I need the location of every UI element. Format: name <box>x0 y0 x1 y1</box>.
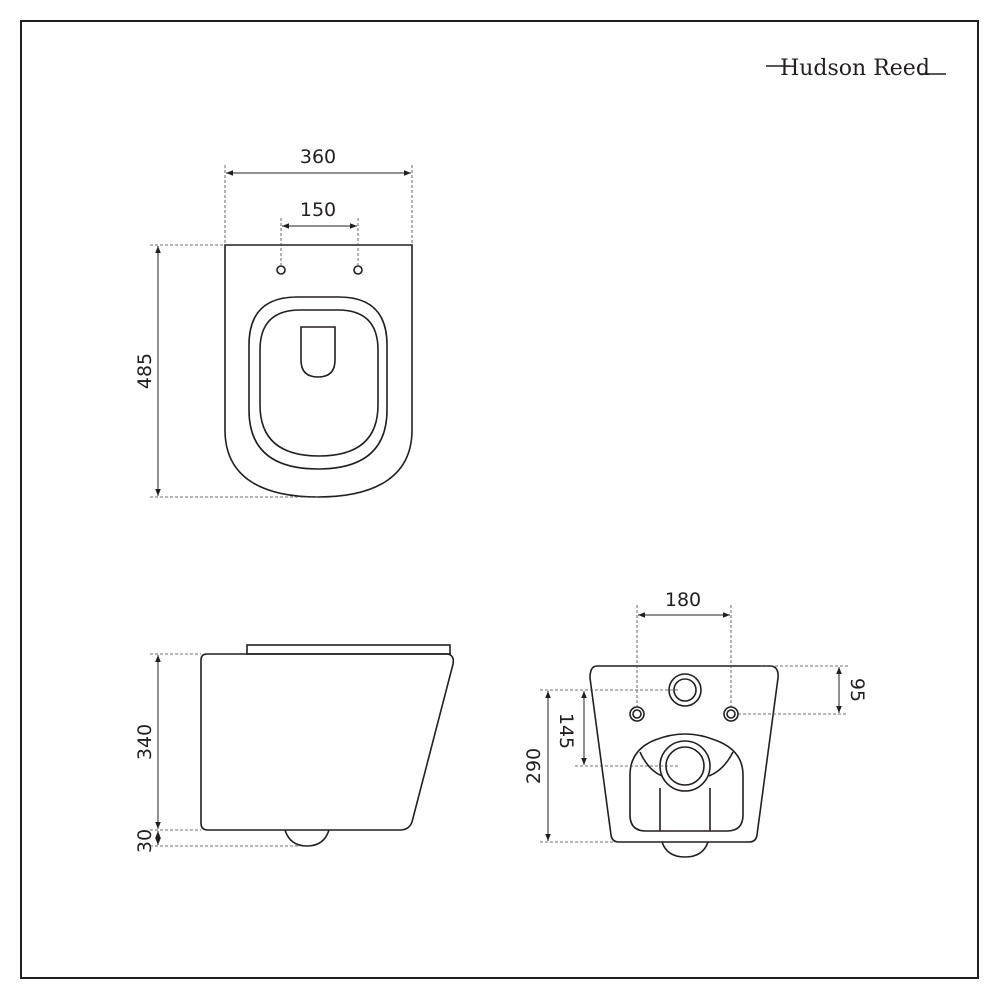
back-view: 180 95 145 290 <box>523 589 868 858</box>
inlet-icon <box>668 673 702 707</box>
brand-logo: Hudson Reed <box>766 56 946 81</box>
frame-border <box>20 20 979 979</box>
dim-label-back-fixing: 180 <box>665 589 701 611</box>
side-view: 340 30 <box>134 644 455 853</box>
top-view: 360 150 485 <box>134 146 413 498</box>
seat-hinge-cutout <box>300 326 336 378</box>
logo-text: Hudson Reed <box>780 56 930 81</box>
fixing-hole-icon <box>723 706 739 722</box>
dim-label-outlet: 30 <box>134 829 156 853</box>
dim-label-inlet-height: 290 <box>523 748 545 784</box>
seat-inner <box>259 309 379 457</box>
seat-outer <box>248 296 388 470</box>
fixing-hole-icon <box>353 265 363 275</box>
outlet-spigot <box>284 829 330 847</box>
dim-label-projection: 485 <box>134 353 156 389</box>
dim-label-fixing: 150 <box>300 199 336 221</box>
fixing-hole-icon <box>629 706 645 722</box>
seat-lid <box>246 644 451 655</box>
dim-label-width: 360 <box>300 146 336 168</box>
dim-label-fixing-height: 95 <box>846 678 868 702</box>
dim-label-height: 340 <box>134 724 156 760</box>
dim-label-inlet-outlet: 145 <box>555 713 577 749</box>
top-view-outline <box>224 244 413 498</box>
fixing-hole-icon <box>276 265 286 275</box>
side-view-outline <box>200 653 455 831</box>
bowl-recess <box>629 733 744 832</box>
back-view-outline <box>589 665 779 843</box>
